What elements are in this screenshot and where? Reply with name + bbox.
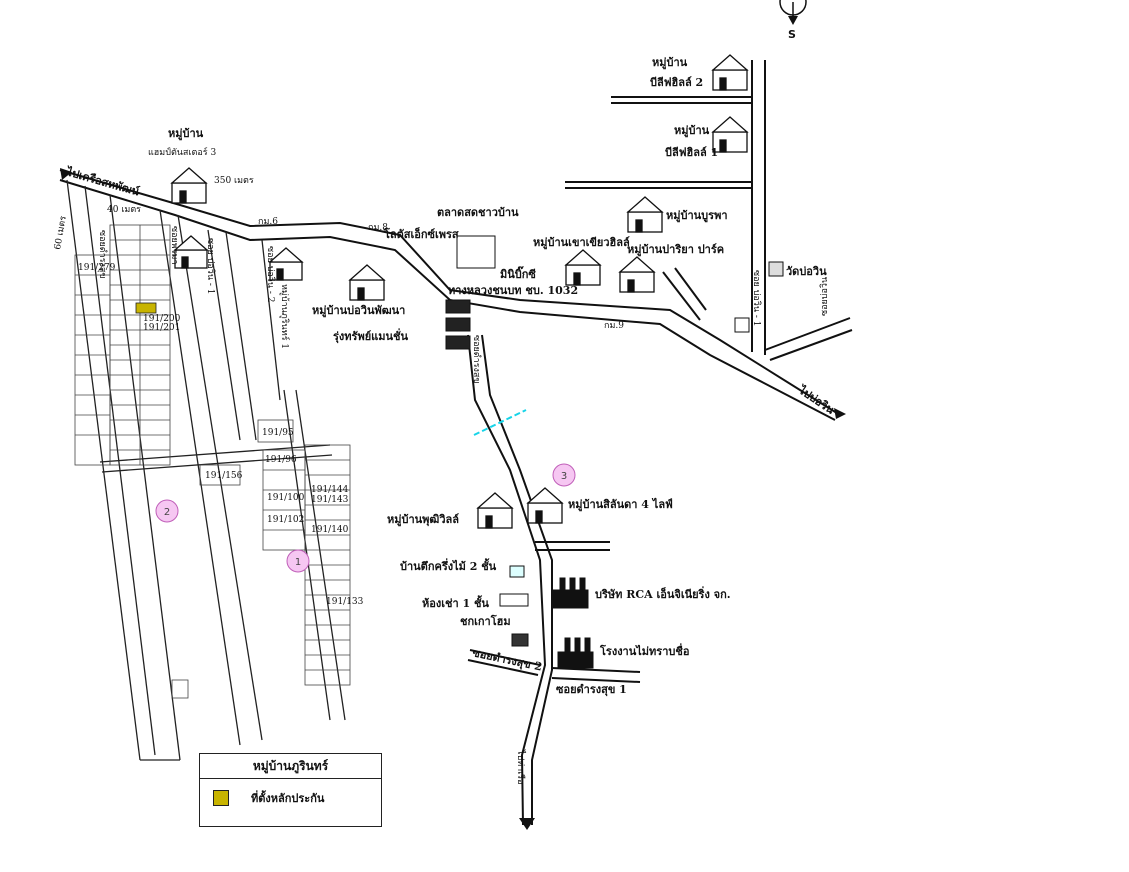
label-km9: กม.9 [604, 321, 624, 331]
label-km8: กม.8 [368, 223, 388, 233]
label-rca: บริษัท RCA เอ็นจิเนียริ่ง จก. [595, 586, 731, 601]
legend-item-label: ที่ตั้งหลักประกัน [251, 792, 325, 805]
house-icon-sansiri3 [170, 167, 208, 204]
legend-item: ที่ตั้งหลักประกัน [200, 779, 381, 807]
label-soi-east: ซอยบ่อวิน [819, 277, 830, 316]
label-room: ห้องเช่า 1 ชั้น [422, 595, 489, 610]
subdivision-roads [66, 179, 346, 761]
label-phutharaya: หมู่บ้านพุฒิวิลล์ [387, 513, 459, 527]
labels: หมู่บ้าน บีลีฟฮิลล์ 2 หมู่บ้าน บีลีฟฮิลล… [53, 56, 837, 785]
label-bliss1-a: หมู่บ้าน [674, 124, 710, 138]
label-soi-left2: ซอยพรมา [169, 226, 179, 265]
building-icon-3 [445, 335, 471, 350]
lot-191-140: 191/140 [311, 525, 349, 535]
lot-191-200: 191/200 [143, 314, 181, 324]
lot-191-133: 191/133 [326, 597, 364, 607]
label-soi-village: หมู่บ้านภูรินทร์ 1 [279, 284, 291, 349]
house-icon-phutharaya [476, 492, 514, 529]
label-60m: 60 เมตร [53, 215, 69, 250]
factory-icon-rca [552, 577, 589, 609]
lot-191-201: 191/201 [143, 323, 180, 333]
house-icon-siliphat [526, 487, 564, 524]
label-350m: 350 เมตร [214, 176, 254, 186]
label-bliss2-a: หมู่บ้าน [652, 56, 688, 70]
label-bliss1-b: บีลีฟฮิลล์ 1 [665, 146, 718, 159]
house-icon-sub2 [268, 247, 304, 281]
house-icon-sub1 [173, 235, 209, 269]
house-icons [170, 54, 749, 529]
label-to-bowin: ไปบ่อวิน [795, 382, 838, 417]
label-lotus: โลตัสเอ็กซ์เพรส [383, 227, 459, 241]
label-soi-south: ซอยดำรงสุข [471, 335, 482, 384]
label-chorkaeo: ชกเกาโฮม [460, 614, 511, 628]
label-market: ตลาดสดชาวบ้าน [437, 206, 519, 219]
numbered-circles: 1 2 3 [155, 463, 576, 573]
label-minibigc: มินิบิ๊กซี [500, 266, 536, 281]
label-bliss2-b: บีลีฟฮิลล์ 2 [650, 76, 703, 89]
compass: S [779, 0, 807, 41]
room-icon [499, 593, 529, 607]
house-icon-khaokhiao [564, 249, 602, 286]
legend-swatch [213, 790, 229, 806]
label-house-2storey: บ้านตึกครึ่งไม้ 2 ชั้น [400, 558, 497, 573]
label-pariya: หมู่บ้านปาริยา ปาร์ค [627, 243, 724, 257]
label-soi-left4: ซอย บ่อวิน - 2 [265, 246, 276, 302]
label-to-sattahip: ไปท่าเรือ [515, 749, 526, 785]
circle-2: 2 [164, 507, 170, 518]
label-burapha: หมู่บ้านบูรพา [666, 209, 728, 223]
lot-191-100: 191/100 [267, 493, 305, 503]
lot-191-95: 191/95 [262, 428, 294, 438]
lot-191-144: 191/144 [311, 485, 349, 495]
label-soi-right: ซอย บ่อวิน - 1 [751, 270, 762, 326]
lot-191-156: 191/156 [205, 471, 243, 481]
lot-191-102: 191/102 [267, 515, 304, 525]
label-sansiri3-a: หมู่บ้าน [168, 127, 204, 141]
label-sansiri3-b: แฮมป์ตันสเตอร์ 3 [148, 146, 216, 158]
label-soi-1: ซอยดำรงสุข 1 [556, 683, 627, 697]
lot-191-279: 191/279 [78, 263, 116, 273]
building-icon-2 [445, 317, 471, 332]
label-factory-unknown: โรงงานไม่ทราบชื่อ [599, 643, 689, 658]
label-rungsap: รุ่งทรัพย์แมนชั่น [333, 328, 408, 344]
label-soi-2: ซอยดำรงสุข 2 [471, 646, 543, 674]
shop-icon [511, 633, 529, 647]
seven-eleven-icon [734, 317, 750, 333]
label-40m: 40 เมตร [107, 205, 141, 215]
label-highway: ทางหลวงชนบท ชบ. 1032 [448, 284, 578, 297]
circle-3: 3 [561, 471, 567, 482]
lot-191-96: 191/96 [265, 455, 297, 465]
legend: หมู่บ้านภูรินทร์ ที่ตั้งหลักประกัน [199, 753, 382, 827]
label-soi-left1: ซอยดำรงสุข [97, 230, 108, 279]
house-icon-small [509, 565, 525, 578]
building-icon-1 [445, 299, 471, 314]
temple-icon [768, 261, 784, 277]
compass-letter: S [788, 28, 796, 41]
collateral-marker [135, 302, 157, 314]
house-icon-bliss1 [711, 116, 749, 153]
south-road [467, 334, 641, 830]
house-icon-pariya [618, 256, 656, 293]
house-icon-bowin [348, 264, 386, 301]
building-icons [445, 235, 784, 669]
northeast-roads [565, 60, 766, 355]
lot-191-143: 191/143 [311, 495, 349, 505]
label-khaokhiao: หมู่บ้านเขาเขียวฮิลล์ [533, 236, 630, 250]
market-icon [456, 235, 496, 269]
lot-grid [74, 224, 351, 699]
label-bowin-pattana: หมู่บ้านบ่อวินพัฒนา [312, 304, 405, 318]
label-wat-bowin: วัดบ่อวิน [786, 265, 827, 278]
legend-title: หมู่บ้านภูรินทร์ [200, 754, 381, 779]
highway [59, 168, 853, 421]
house-icon-bliss2 [711, 54, 749, 91]
label-km6: กม.6 [258, 217, 278, 227]
circle-1: 1 [295, 557, 301, 568]
label-siliphat: หมู่บ้านสิลันดา 4 ไลฟ์ [568, 497, 673, 512]
house-icon-burapha [626, 196, 664, 233]
label-soi-left3: ซอย บ่อวิน - 1 [205, 238, 216, 294]
factory-icon-unknown [557, 637, 594, 669]
